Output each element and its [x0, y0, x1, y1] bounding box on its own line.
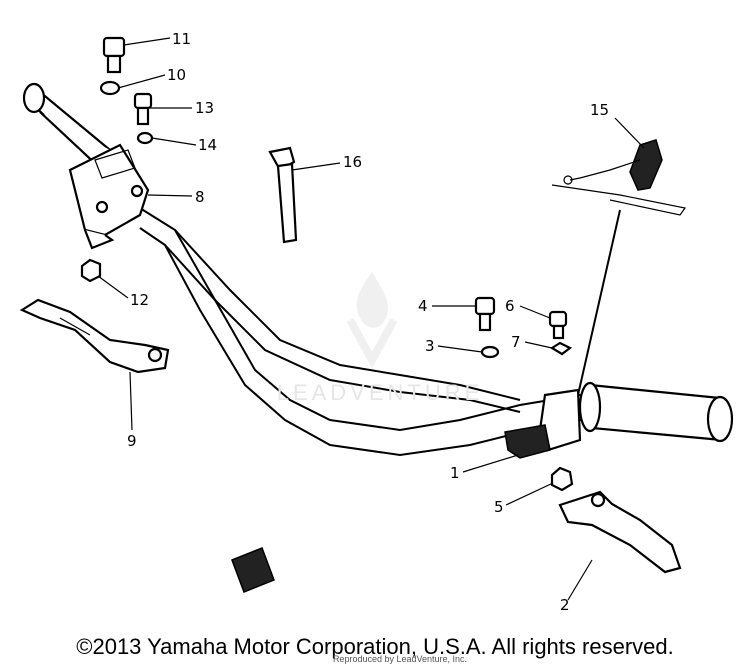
- left-holder: [68, 143, 150, 250]
- copyright-footer: ©2013 Yamaha Motor Corporation, U.S.A. A…: [76, 634, 674, 659]
- callout-16: 16: [343, 153, 362, 171]
- callout-10: 10: [167, 66, 186, 84]
- callout-12: 12: [130, 291, 149, 309]
- callout-15: 15: [590, 101, 609, 119]
- callout-11: 11: [172, 30, 191, 48]
- callout-14: 14: [198, 136, 217, 154]
- callout-6: 6: [505, 297, 515, 315]
- leader-lines: [97, 37, 645, 601]
- part-4-bolt: [474, 296, 496, 332]
- part-1-lever-holder: [504, 388, 582, 459]
- part-7-washer: [549, 341, 573, 356]
- fwd-tag: [231, 547, 275, 593]
- part-9-left-lever: [19, 298, 170, 374]
- footer-sub-note: Reproduced by LeadVenture, Inc.: [332, 654, 468, 664]
- callout-3: 3: [425, 337, 435, 355]
- watermark-logo: [346, 272, 398, 369]
- callout-5: 5: [494, 498, 504, 516]
- part-10-washer: [99, 80, 121, 96]
- part-14-washer: [136, 131, 154, 145]
- part-15-switch: [551, 139, 687, 396]
- callout-13: 13: [195, 99, 214, 117]
- part-13-bolt: [133, 92, 153, 126]
- callout-9: 9: [127, 432, 137, 450]
- callout-2: 2: [560, 596, 570, 614]
- part-6-bolt: [548, 310, 568, 340]
- callout-4: 4: [418, 297, 428, 315]
- part-5-nut: [550, 466, 574, 492]
- right-grip: [578, 381, 734, 443]
- callout-7: 7: [511, 333, 521, 351]
- part-16-band: [268, 146, 298, 244]
- part-12-nut: [80, 258, 102, 283]
- watermark-text: LEADVENTURE: [276, 380, 484, 405]
- part-3-washer: [480, 345, 500, 359]
- callout-1: 1: [450, 464, 460, 482]
- part-2-right-lever: [558, 490, 682, 574]
- callout-8: 8: [195, 188, 205, 206]
- part-11-bolt: [102, 36, 126, 74]
